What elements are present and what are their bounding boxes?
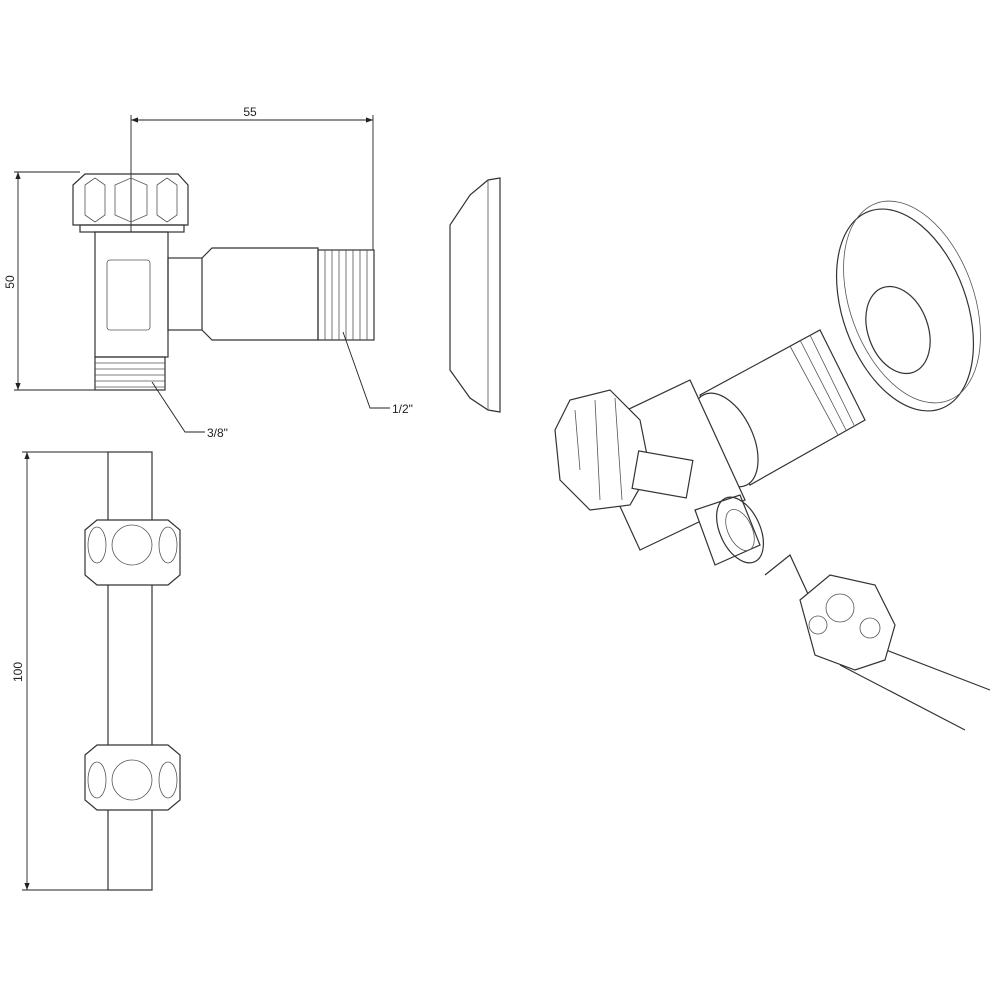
thread-label-1-2: 1/2" — [392, 402, 413, 416]
isometric-exploded-view — [554, 200, 991, 731]
valve-front-view — [72, 173, 375, 391]
leader-3-8: 3/8" — [151, 381, 228, 440]
dimension-55: 55 — [130, 105, 374, 250]
dimension-label-100: 100 — [11, 662, 25, 682]
dimension-100: 100 — [11, 451, 108, 891]
dimension-label-55: 55 — [243, 105, 257, 119]
dimension-50: 50 — [3, 171, 95, 391]
leader-1-2: 1/2" — [342, 331, 413, 416]
thread-label-3-8: 3/8" — [207, 426, 228, 440]
dimension-label-50: 50 — [3, 275, 17, 289]
hose-front-view — [84, 451, 181, 891]
escutcheon-side-view — [449, 177, 501, 413]
